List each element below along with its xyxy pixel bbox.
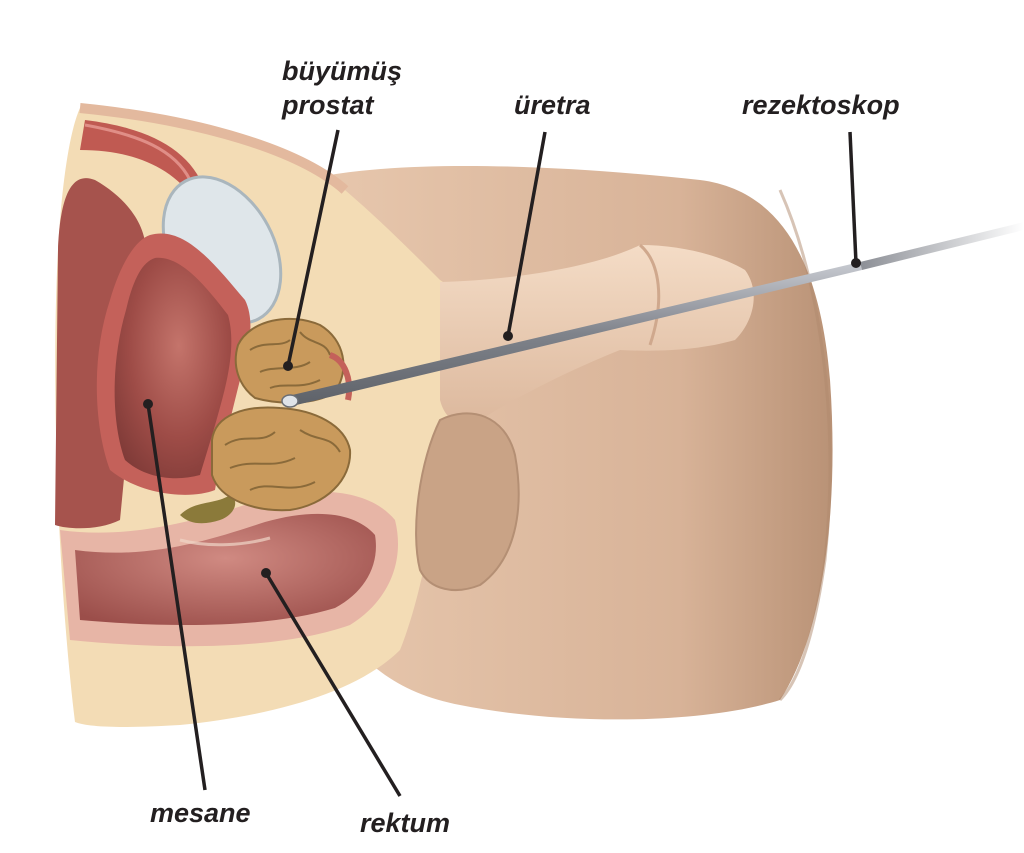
leader-dot-rectum — [261, 568, 271, 578]
label-enlarged-prostate-line2: prostat — [282, 90, 374, 120]
penis — [440, 243, 754, 424]
bladder — [96, 233, 251, 495]
leader-lines — [146, 129, 858, 797]
scrotum — [415, 412, 520, 591]
label-enlarged-prostate-line1: büyümüş — [282, 56, 403, 86]
leader-dot-prostate — [283, 361, 293, 371]
leader-dot-bladder — [143, 399, 153, 409]
rectum — [60, 491, 398, 647]
leader-dots — [143, 258, 861, 578]
label-resectoscope: rezektoskop — [742, 90, 900, 120]
leader-line-resectoscope — [848, 131, 858, 264]
resectoscope — [281, 222, 1024, 408]
leader-line-urethra — [506, 131, 547, 337]
leader-dot-resectoscope — [851, 258, 861, 268]
seminal-vesicle — [180, 495, 236, 524]
label-urethra: üretra — [514, 90, 591, 120]
leader-line-prostate — [286, 129, 340, 367]
leader-line-bladder — [146, 403, 207, 791]
label-rectum: rektum — [360, 808, 451, 838]
leader-line-rectum — [264, 572, 402, 797]
label-bladder: mesane — [150, 798, 251, 828]
leader-dot-urethra — [503, 331, 513, 341]
